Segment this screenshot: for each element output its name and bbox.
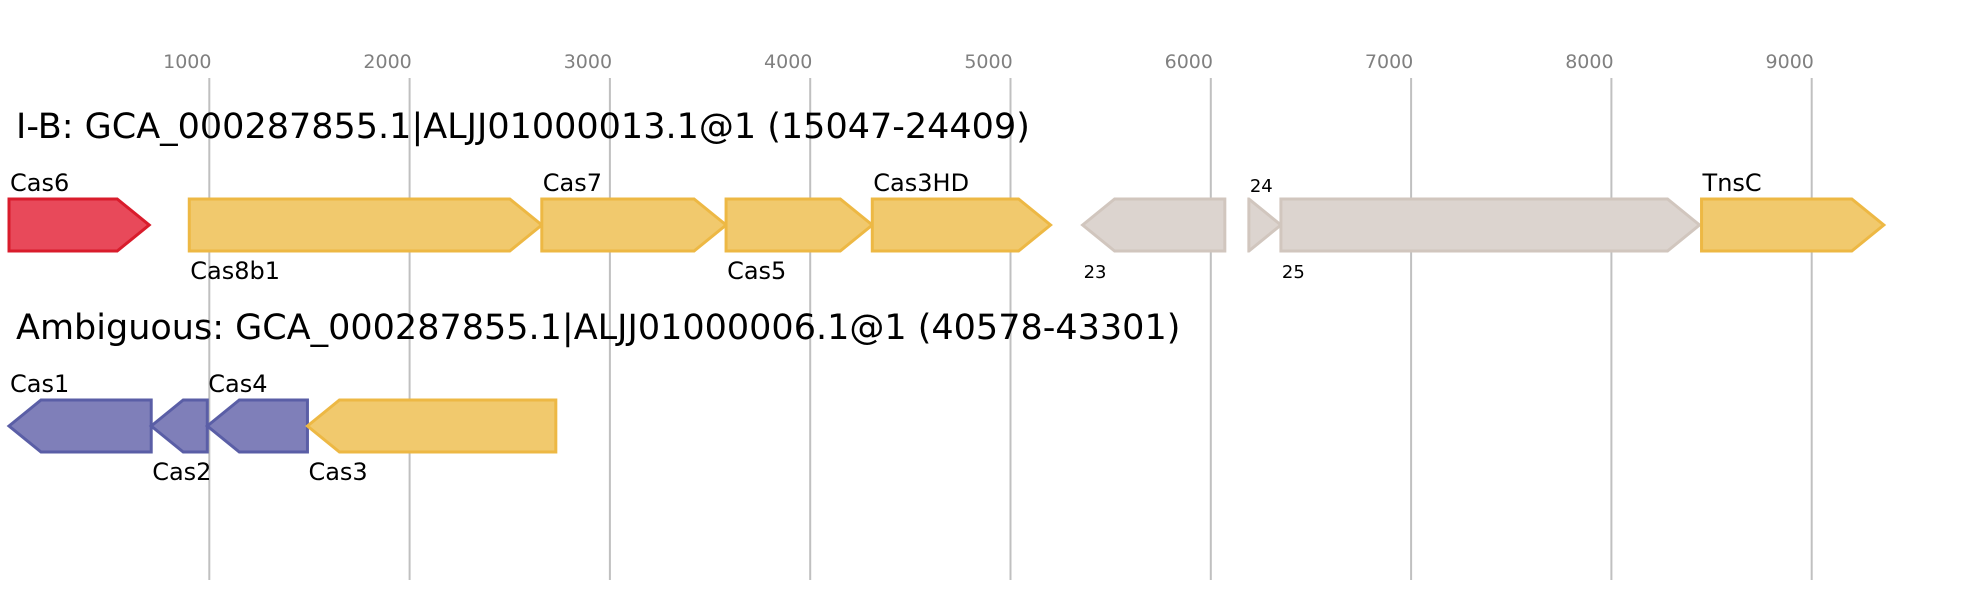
gene-label: 24 — [1250, 176, 1273, 197]
tick-label: 1000 — [163, 51, 211, 73]
tick-label: 9000 — [1766, 51, 1814, 73]
gene-arrow-cas8b1 — [187, 197, 545, 253]
track: Ambiguous: GCA_000287855.1|ALJJ01000006.… — [6, 308, 1180, 486]
tick-labels: 1000 2000 3000 4000 5000 6000 7000 8000 9000 — [163, 51, 1814, 73]
tick-label: 6000 — [1165, 51, 1213, 73]
gene-arrow-23 — [1080, 197, 1227, 253]
gene-arrow-25 — [1279, 197, 1702, 253]
gene-label: Cas6 — [10, 169, 69, 197]
grid-layer — [208, 78, 1813, 580]
gene-arrow-cas1 — [6, 398, 153, 454]
gene-label: Cas8b1 — [190, 257, 280, 285]
tick-label: 7000 — [1365, 51, 1413, 73]
gene-arrow-24 — [1247, 197, 1284, 253]
gene-label: 25 — [1282, 262, 1305, 283]
track-title: Ambiguous: GCA_000287855.1|ALJJ01000006.… — [16, 308, 1180, 348]
gene-label: Cas3 — [308, 458, 367, 486]
gene-label: Cas1 — [10, 370, 69, 398]
gene-label: Cas5 — [727, 257, 786, 285]
track-title: I-B: GCA_000287855.1|ALJJ01000013.1@1 (1… — [16, 107, 1030, 147]
gene-arrow-cas2 — [148, 398, 209, 454]
gene-arrow-cas6 — [7, 197, 152, 253]
tick-label: 5000 — [964, 51, 1012, 73]
gene-label: Cas2 — [152, 458, 211, 486]
tick-label: 4000 — [764, 51, 812, 73]
tracks: I-B: GCA_000287855.1|ALJJ01000013.1@1 (1… — [6, 107, 1887, 486]
gene-label: 23 — [1084, 262, 1107, 283]
gene-arrow-cas4 — [204, 398, 309, 454]
tick-label: 8000 — [1565, 51, 1613, 73]
gene-arrow-cas3hd — [870, 197, 1053, 253]
gene-label: Cas7 — [543, 169, 602, 197]
gene-arrow-tnsc — [1700, 197, 1887, 253]
track: I-B: GCA_000287855.1|ALJJ01000013.1@1 (1… — [7, 107, 1887, 285]
gene-label: Cas4 — [208, 370, 267, 398]
tick-label: 3000 — [564, 51, 612, 73]
gene-label: TnsC — [1702, 169, 1762, 197]
gene-arrow-cas3 — [305, 398, 558, 454]
tick-label: 2000 — [363, 51, 411, 73]
gene-arrow-cas5 — [724, 197, 875, 253]
gene-arrow-cas7 — [540, 197, 729, 253]
gene-label: Cas3HD — [873, 169, 969, 197]
